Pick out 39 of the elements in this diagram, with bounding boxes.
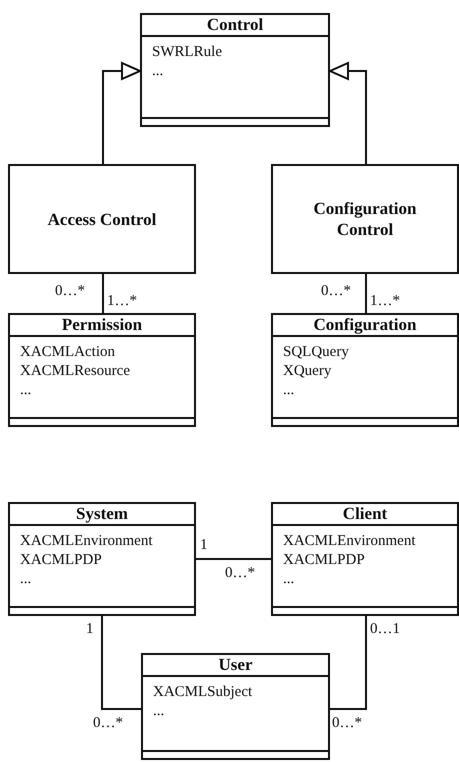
attribute-text: ... [283, 570, 294, 589]
association-line [101, 616, 141, 710]
attribute-text: ... [283, 381, 294, 400]
class-name: User [218, 655, 252, 675]
class-box [271, 313, 459, 427]
attribute-text: XACMLEnvironment [20, 532, 152, 551]
class-name: Access Control [48, 208, 156, 230]
class-box [140, 13, 330, 127]
attribute-text: XACMLPDP [20, 551, 102, 570]
attribute-text: XACMLPDP [283, 551, 365, 570]
class-name: System [76, 504, 128, 524]
attribute-text: SWRLRule [152, 43, 222, 62]
attribute-text: XACMLResource [20, 362, 130, 381]
association-line [102, 274, 104, 313]
attribute-text: XQuery [283, 362, 332, 381]
attribute-text: XACMLEnvironment [283, 532, 416, 551]
class-box [141, 653, 330, 760]
attribute-text: ... [152, 62, 164, 81]
class-box [271, 164, 459, 274]
class-box [8, 502, 196, 616]
generalization-arrow [329, 62, 367, 164]
attribute-text: XACMLSubject [153, 683, 252, 702]
class-name: Configuration [314, 315, 416, 335]
class-box [271, 502, 459, 616]
generalization-arrow [102, 62, 141, 164]
attribute-text: ... [20, 570, 32, 589]
class-name: Permission [62, 315, 142, 335]
attribute-text: ... [153, 702, 164, 721]
class-name: Control [206, 15, 264, 35]
association-line [330, 616, 367, 710]
attribute-text: SQLQuery [283, 343, 349, 362]
attribute-text: ... [20, 381, 32, 400]
class-box [8, 164, 196, 274]
association-line [365, 274, 367, 313]
class-box [8, 313, 196, 427]
class-name: Configuration Control [312, 198, 418, 240]
attribute-text: XACMLAction [20, 343, 115, 362]
class-name: Client [342, 504, 388, 524]
association-line [196, 558, 271, 560]
